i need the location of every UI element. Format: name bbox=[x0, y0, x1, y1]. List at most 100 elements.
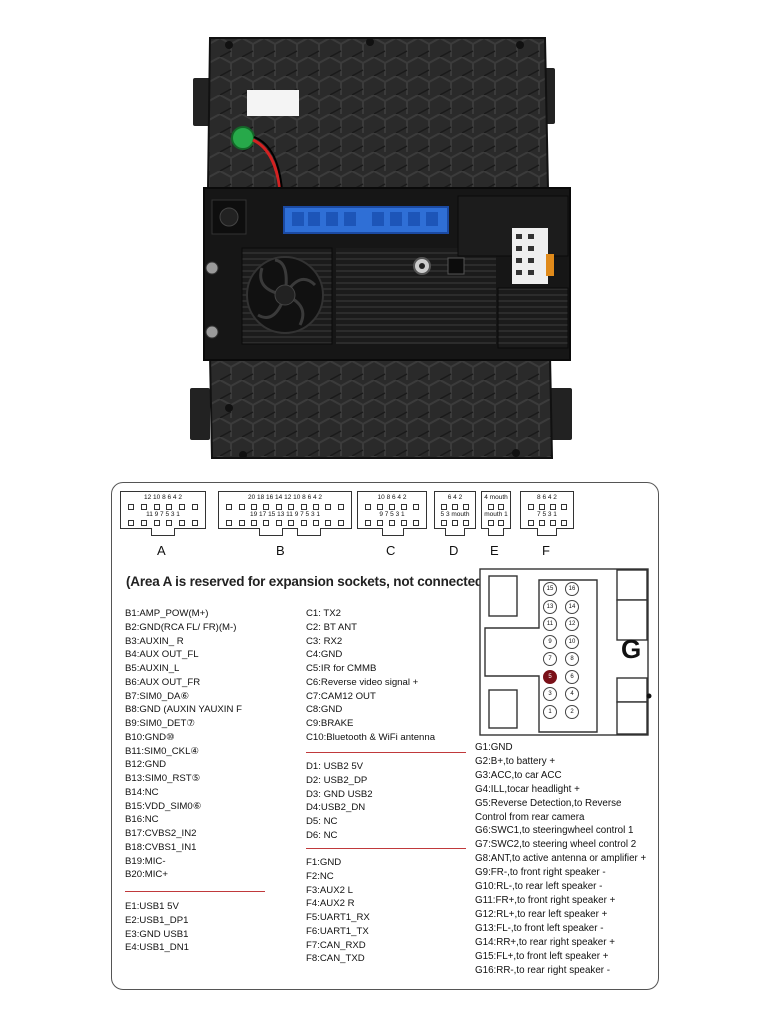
c-pin-1: C1: TX2 bbox=[306, 608, 342, 619]
connector-f-diagram: 8 6 4 2 7 5 3 1 bbox=[520, 491, 574, 536]
g-pin-circle-8: 8 bbox=[565, 652, 579, 666]
b-pin-2: B2:GND(RCA FL/ FR)(M-) bbox=[125, 621, 237, 633]
f-pin-6: F6:UART1_TX bbox=[306, 925, 369, 937]
connector-g-label: G bbox=[621, 634, 642, 664]
head-unit-rear-photo bbox=[190, 37, 572, 459]
g-pin-circle-15: 15 bbox=[543, 582, 557, 596]
separator-b-e bbox=[125, 891, 265, 892]
g-pin-circle-6: 6 bbox=[565, 669, 579, 684]
g-pin-10: G9:FR-,to front right speaker - bbox=[475, 867, 606, 879]
screw-1 bbox=[205, 261, 219, 275]
g-pin-circle-3: 3 bbox=[543, 687, 557, 701]
d-pin-1: D1: USB2 5V bbox=[306, 761, 364, 772]
black-wire bbox=[253, 136, 283, 191]
connector-d-bottom-row: 5 3 mouth bbox=[440, 511, 470, 518]
screw-2 bbox=[205, 325, 219, 339]
connector-b-bottom-row: 19 17 15 13 11 9 7 5 3 1 bbox=[250, 511, 320, 518]
g-pin-6: Control from rear camera bbox=[475, 811, 585, 823]
b-pin-11: B11:SIM0_CKL④ bbox=[125, 745, 200, 757]
g-pin-11: G10:RL-,to rear left speaker - bbox=[475, 881, 603, 893]
f-pin-5: F5:UART1_RX bbox=[306, 912, 370, 923]
b-pin-5: B5:AUXIN_L bbox=[125, 663, 180, 674]
connector-b-diagram: 20 18 16 14 12 10 8 6 4 2 19 17 15 13 11… bbox=[218, 491, 352, 536]
connector-c-label: C bbox=[386, 543, 396, 558]
d-pin-4: D4:USB2_DN bbox=[306, 802, 366, 814]
connector-a-label: A bbox=[157, 543, 166, 558]
connector-a-diagram: 12 10 8 6 4 2 11 9 7 5 3 1 bbox=[120, 491, 206, 536]
connector-f-label: F bbox=[542, 543, 550, 558]
b-pin-9: B9:SIM0_DET⑦ bbox=[125, 718, 195, 729]
green-component bbox=[231, 126, 255, 150]
g-pin-9: G8:ANT,to active antenna or amplifier + bbox=[475, 853, 647, 865]
g-pin-circle-2: 2 bbox=[565, 704, 579, 719]
c-pin-10: C10:Bluetooth & WiFi antenna bbox=[306, 731, 436, 743]
g-pin-circle-11: 11 bbox=[543, 617, 557, 631]
g-pin-12: G11:FR+,to front right speaker + bbox=[475, 894, 616, 906]
c-pin-2: C2: BT ANT bbox=[306, 621, 358, 633]
mount-bracket-left-bottom bbox=[190, 388, 210, 440]
connector-e-bottom-row: mouth 1 bbox=[484, 511, 508, 518]
g-pin-13: G12:RL+,to rear left speaker + bbox=[475, 908, 608, 920]
connector-e-top-row: 4 mouth bbox=[484, 494, 508, 501]
g-pin-circle-7: 7 bbox=[543, 652, 557, 666]
c-pin-9: C9:BRAKE bbox=[306, 718, 354, 729]
b-pin-20: B20:MIC+ bbox=[125, 869, 168, 881]
chassis-bottom bbox=[208, 354, 554, 459]
connector-b-label: B bbox=[276, 543, 285, 558]
connector-a-bottom-row: 11 9 7 5 3 1 bbox=[146, 511, 180, 518]
g-pin-circle-12: 12 bbox=[565, 617, 579, 631]
connector-e-label: E bbox=[490, 543, 499, 558]
f-pin-3: F3:AUX2 L bbox=[306, 884, 353, 896]
e-pin-3: E3:GND USB1 bbox=[125, 928, 189, 940]
mount-bracket-right-bottom bbox=[550, 388, 572, 440]
g-pin-4: G4:ILL,tocar headlight + bbox=[475, 783, 580, 795]
e-pin-4: E4:USB1_DN1 bbox=[125, 942, 189, 954]
g-pin-14: G13:FL-,to front left speaker - bbox=[475, 922, 604, 934]
e-pin-1: E1:USB1 5V bbox=[125, 901, 179, 912]
g-pin-circle-1: 1 bbox=[543, 704, 557, 719]
connector-c-top-row: 10 8 6 4 2 bbox=[377, 494, 407, 501]
connector-f-bottom-row: 7 5 3 1 bbox=[537, 511, 557, 518]
separator-d-f bbox=[306, 848, 466, 849]
g-pin-1: G1:GND bbox=[475, 742, 513, 753]
d-pin-2: D2: USB2_DP bbox=[306, 774, 368, 786]
connector-e-diagram: 4 mouth mouth 1 bbox=[481, 491, 511, 536]
g-pin-5: G5:Reverse Detection,to Reverse bbox=[475, 797, 622, 809]
c-pin-7: C7:CAM12 OUT bbox=[306, 690, 376, 702]
f-pin-1: F1:GND bbox=[306, 857, 342, 868]
b-pin-19: B19:MIC- bbox=[125, 855, 166, 867]
f-pin-4: F4:AUX2 R bbox=[306, 898, 355, 910]
g-pin-17: G16:RR-,to rear right speaker - bbox=[475, 964, 611, 976]
connector-d-label: D bbox=[449, 543, 459, 558]
c-pin-6: C6:Reverse video signal + bbox=[306, 676, 419, 688]
c-pin-3: C3: RX2 bbox=[306, 635, 343, 647]
g-pin-circle-10: 10 bbox=[565, 634, 579, 649]
b-pin-12: B12:GND bbox=[125, 759, 167, 771]
pinout-diagram-card: 12 10 8 6 4 2 11 9 7 5 3 1 A 20 18 16 14… bbox=[111, 482, 659, 990]
orange-fuse bbox=[546, 254, 554, 276]
c-pin-4: C4:GND bbox=[306, 649, 343, 661]
serial-sticker bbox=[247, 90, 299, 116]
lower-right-block bbox=[497, 287, 569, 349]
g-pin-7: G6:SWC1,to steeringwheel control 1 bbox=[475, 825, 634, 837]
g-pin-circle-13: 13 bbox=[543, 599, 557, 614]
b-pin-list: B1:AMP_POW(M+)B2:GND(RCA FL/ FR)(M-)B3:A… bbox=[125, 607, 242, 882]
b-pin-3: B3:AUXIN_ R bbox=[125, 635, 184, 647]
g-pin-3: G3:ACC,to car ACC bbox=[475, 769, 562, 781]
d-pin-3: D3: GND USB2 bbox=[306, 788, 373, 800]
c-pin-8: C8:GND bbox=[306, 704, 343, 716]
b-pin-15: B15:VDD_SIM0⑥ bbox=[125, 800, 202, 812]
g-pin-circle-9: 9 bbox=[543, 634, 557, 649]
connector-b-top-row: 20 18 16 14 12 10 8 6 4 2 bbox=[247, 494, 323, 501]
b-pin-14: B14:NC bbox=[125, 786, 159, 798]
connector-a-top-row: 12 10 8 6 4 2 bbox=[144, 494, 182, 501]
g-pin-2: G2:B+,to battery + bbox=[475, 755, 556, 767]
g-pin-circle-16: 16 bbox=[565, 582, 579, 596]
connector-c-diagram: 10 8 6 4 2 9 7 5 3 1 bbox=[357, 491, 427, 536]
g-pin-circle-4: 4 bbox=[565, 687, 579, 701]
b-pin-8: B8:GND (AUXIN YAUXIN F bbox=[125, 704, 242, 716]
g-pin-circle-5: 5 bbox=[543, 669, 557, 684]
